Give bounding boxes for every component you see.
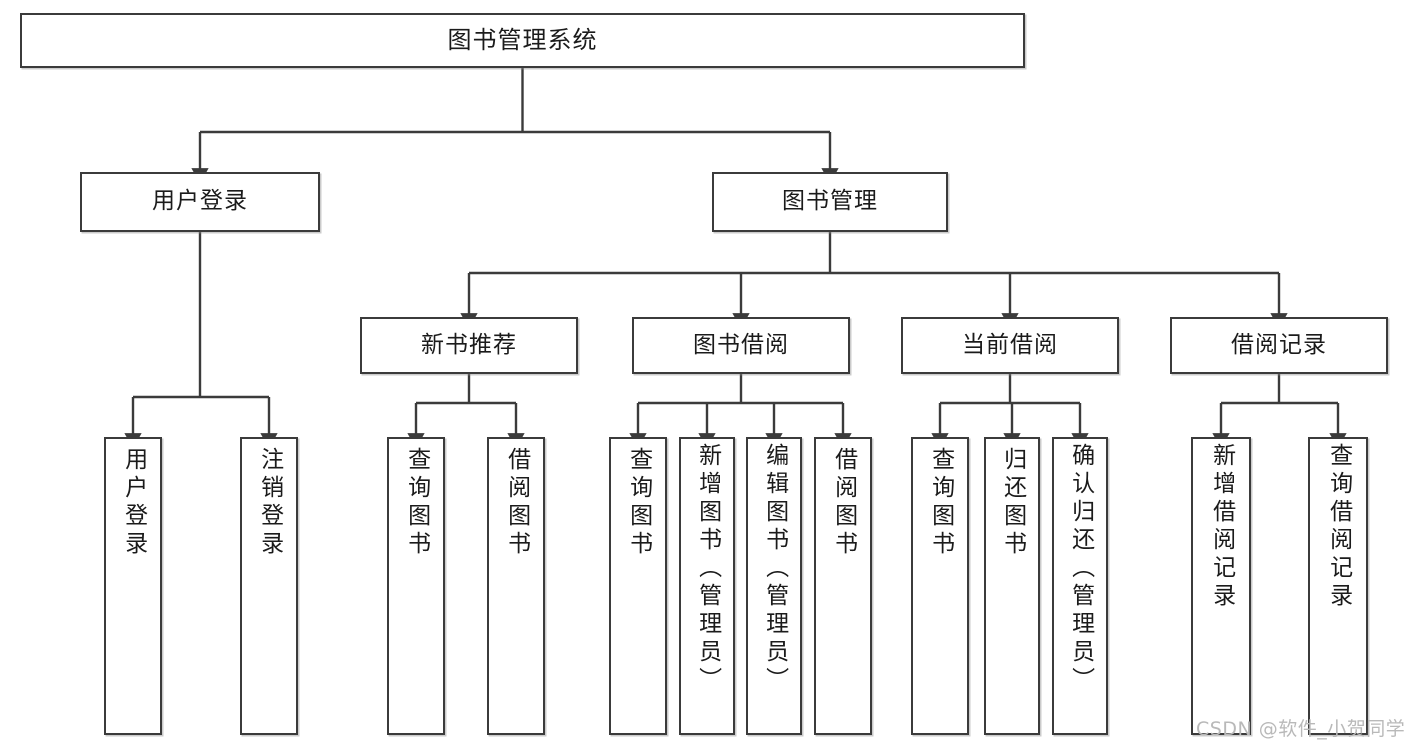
node-label: 归还图书 (999, 447, 1026, 559)
node-leaf-add-record[interactable]: 新增借阅记录 (1191, 437, 1251, 735)
node-leaf-confirm-return[interactable]: 确认归还（管理员） (1052, 437, 1108, 735)
node-leaf-query-record[interactable]: 查询借阅记录 (1308, 437, 1368, 735)
node-leaf-edit-book[interactable]: 编辑图书（管理员） (746, 437, 802, 735)
node-label: 查询图书 (927, 447, 954, 559)
node-label: 图书借阅 (693, 331, 789, 358)
node-label: 借阅图书 (503, 447, 530, 559)
node-label: 编辑图书（管理员） (761, 443, 788, 695)
node-leaf-query-book-2[interactable]: 查询图书 (609, 437, 667, 735)
node-label: 查询图书 (403, 447, 430, 559)
node-label: 查询借阅记录 (1325, 443, 1352, 611)
node-borrow-record[interactable]: 借阅记录 (1170, 317, 1388, 374)
node-label: 查询图书 (625, 447, 652, 559)
node-book-manage[interactable]: 图书管理 (712, 172, 948, 232)
node-leaf-borrow-book-2[interactable]: 借阅图书 (814, 437, 872, 735)
node-leaf-query-book-1[interactable]: 查询图书 (387, 437, 445, 735)
node-leaf-borrow-book-1[interactable]: 借阅图书 (487, 437, 545, 735)
node-current-borrow[interactable]: 当前借阅 (901, 317, 1119, 374)
node-new-book-rec[interactable]: 新书推荐 (360, 317, 578, 374)
node-label: 图书管理系统 (447, 26, 598, 55)
edge-group (124, 68, 1347, 449)
node-label: 确认归还（管理员） (1067, 443, 1094, 695)
node-label: 新增图书（管理员） (694, 443, 721, 695)
node-label: 图书管理 (782, 188, 878, 215)
node-leaf-user-logout[interactable]: 注销登录 (240, 437, 298, 735)
node-label: 用户登录 (120, 447, 147, 559)
node-label: 新书推荐 (421, 331, 517, 358)
node-label: 借阅图书 (830, 447, 857, 559)
node-leaf-return-book[interactable]: 归还图书 (984, 437, 1040, 735)
node-leaf-user-login[interactable]: 用户登录 (104, 437, 162, 735)
node-label: 当前借阅 (962, 331, 1058, 358)
node-book-borrow[interactable]: 图书借阅 (632, 317, 850, 374)
node-user-login[interactable]: 用户登录 (80, 172, 320, 232)
node-label: 用户登录 (152, 188, 248, 215)
node-label: 注销登录 (256, 447, 283, 559)
node-leaf-add-book[interactable]: 新增图书（管理员） (679, 437, 735, 735)
node-root[interactable]: 图书管理系统 (20, 13, 1025, 68)
node-label: 借阅记录 (1231, 331, 1327, 358)
node-label: 新增借阅记录 (1208, 443, 1235, 611)
node-leaf-query-book-3[interactable]: 查询图书 (911, 437, 969, 735)
